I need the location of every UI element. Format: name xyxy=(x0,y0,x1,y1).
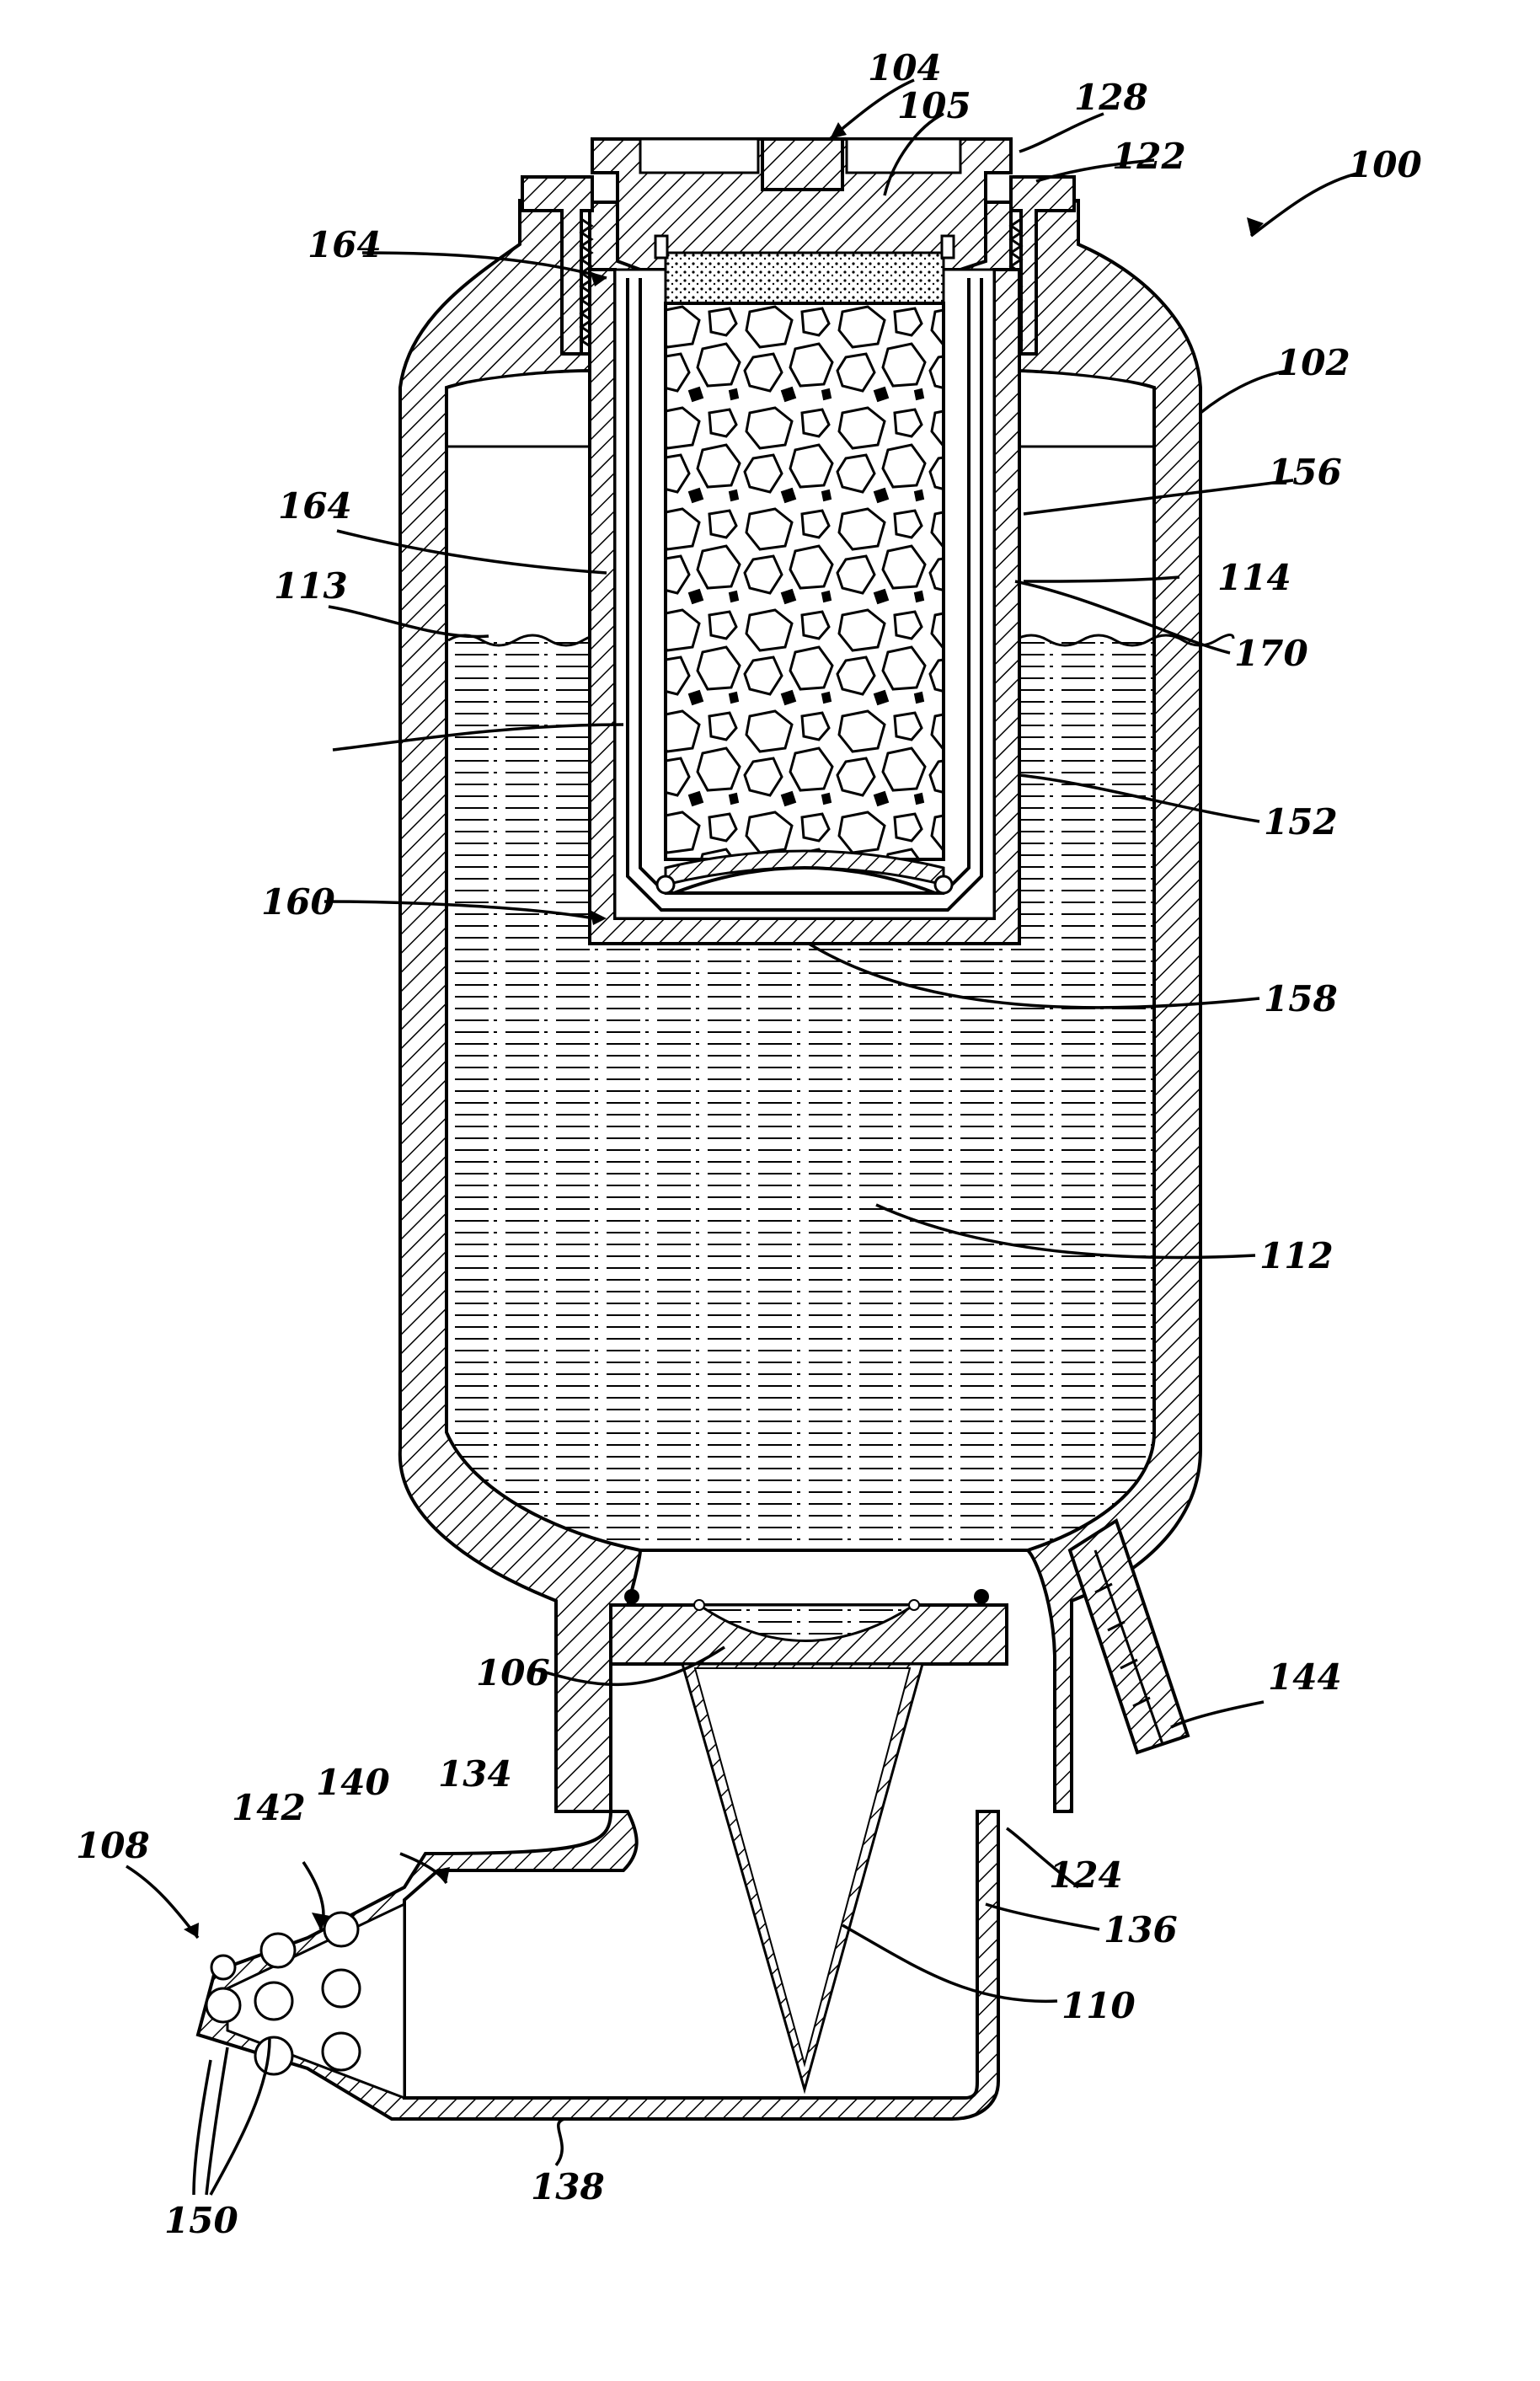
filter-media xyxy=(655,236,954,893)
label-128: 128 xyxy=(1074,77,1148,118)
label-114: 114 xyxy=(1217,557,1291,598)
label-150: 152 xyxy=(1264,801,1338,843)
label-110: 110 xyxy=(1061,1985,1136,2026)
dispenser-spout xyxy=(198,1811,998,2119)
label-164a: 164 xyxy=(278,485,352,527)
label-112: 112 xyxy=(1259,1235,1334,1276)
label-144: 150 xyxy=(164,2200,238,2241)
side-port xyxy=(1070,1521,1188,1752)
label-102: 102 xyxy=(1276,342,1350,383)
label-106: 106 xyxy=(476,1652,550,1693)
label-160: 160 xyxy=(261,881,335,923)
label-113: 113 xyxy=(274,565,348,607)
label-134: 134 xyxy=(438,1753,512,1795)
label-164b: 170 xyxy=(1234,633,1308,674)
valve-assembly xyxy=(611,1589,1007,1664)
label-156: 158 xyxy=(1264,978,1338,1019)
label-140: 140 xyxy=(316,1762,390,1803)
label-142: 142 xyxy=(232,1787,306,1828)
label-100: 100 xyxy=(1348,144,1422,185)
label-122: 122 xyxy=(1112,136,1186,177)
label-146: 144 xyxy=(1268,1656,1342,1698)
label-105: 105 xyxy=(897,85,971,126)
label-136: 136 xyxy=(1104,1909,1178,1950)
label-104: 104 xyxy=(868,47,942,88)
spout-holes xyxy=(206,1913,360,2074)
label-124: 124 xyxy=(1049,1854,1123,1896)
label-108: 108 xyxy=(76,1825,150,1866)
label-138: 138 xyxy=(531,2166,605,2207)
cone xyxy=(682,1664,922,2089)
label-158: 164 xyxy=(307,224,382,265)
label-152: 156 xyxy=(1268,452,1342,493)
